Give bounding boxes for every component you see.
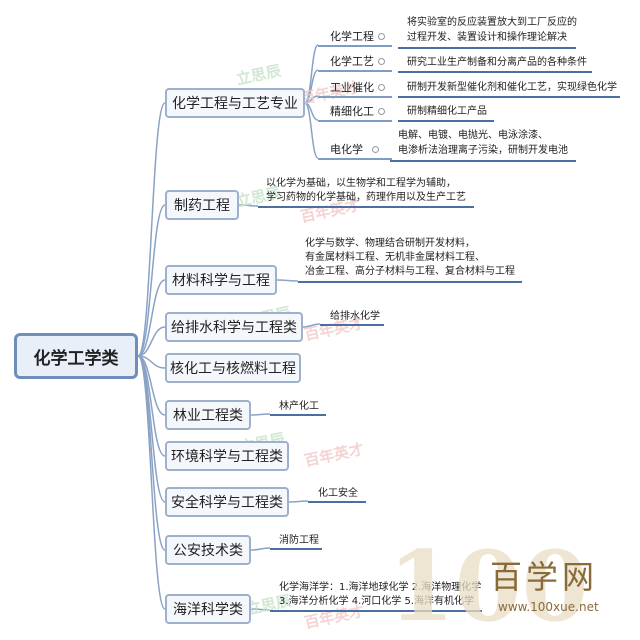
- logo-100xue: 100: [388, 530, 588, 638]
- desc-underline: [398, 71, 592, 73]
- desc-underline: [308, 501, 366, 503]
- desc-connector: [250, 413, 271, 416]
- logo-url: www.100xue.net: [498, 600, 599, 614]
- child-industrial-catalysis[interactable]: 工业催化: [330, 81, 374, 94]
- desc-underline: [270, 548, 322, 550]
- desc-connector: [238, 204, 259, 207]
- child-desc-line: 将实验室的反应装置放大到工厂反应的: [407, 17, 577, 28]
- desc-underline: [258, 206, 474, 208]
- child-underline: [318, 158, 392, 160]
- branch-public-security[interactable]: 公安技术类: [165, 535, 251, 565]
- branch-pharmaceutical-engineering[interactable]: 制药工程: [165, 190, 239, 220]
- branch-environmental[interactable]: 环境科学与工程类: [165, 441, 289, 471]
- branch-marine-science[interactable]: 海洋科学类: [165, 594, 251, 624]
- branch-desc-line: 化学与数学、物理结合研制开发材料，: [305, 238, 475, 249]
- collapse-toggle[interactable]: [378, 33, 385, 40]
- child-chemical-engineering[interactable]: 化学工程: [330, 30, 374, 43]
- child-underline: [318, 70, 392, 72]
- branch-desc-line: 以化学为基础，以生物学和工程学为辅助，: [266, 178, 456, 189]
- child-connector: [304, 102, 319, 159]
- desc-underline: [398, 47, 576, 49]
- logo-number: 100: [388, 530, 588, 638]
- desc-underline: [390, 160, 576, 162]
- desc-connector: [250, 547, 271, 551]
- branch-chemical-engineering[interactable]: 化学工程与工艺专业: [165, 88, 305, 118]
- root-connector: [137, 326, 166, 357]
- child-desc-line: 研制精细化工产品: [407, 106, 487, 117]
- logo-chinese: 百学网: [490, 558, 599, 596]
- desc-underline: [298, 281, 522, 283]
- child-underline: [318, 45, 392, 47]
- desc-underline: [398, 120, 494, 122]
- desc-underline: [320, 324, 384, 326]
- collapse-toggle[interactable]: [378, 84, 385, 91]
- desc-connector: [276, 279, 299, 282]
- desc-connector: [302, 323, 321, 328]
- branch-desc-line: 化工安全: [318, 488, 358, 499]
- child-desc-line: 研制开发新型催化剂和催化工艺，实现绿色化学: [407, 82, 617, 93]
- child-fine-chemicals[interactable]: 精细化工: [330, 105, 374, 118]
- collapse-toggle[interactable]: [372, 146, 379, 153]
- desc-underline: [398, 96, 620, 98]
- branch-materials-science[interactable]: 材料科学与工程: [165, 265, 277, 295]
- branch-desc-line: 有金属材料工程、无机非金属材料工程、: [305, 252, 485, 263]
- child-underline: [318, 120, 392, 122]
- child-desc-line: 研究工业生产制备和分离产品的各种条件: [407, 57, 587, 68]
- child-desc-line: 电解、电镀、电抛光、电泳涂漆、: [398, 130, 548, 141]
- desc-connector: [288, 500, 309, 503]
- branch-desc-line: 3.海洋分析化学 4.河口化学 5.海洋有机化学: [279, 596, 474, 607]
- branch-nuclear-chemical[interactable]: 核化工与核燃料工程: [165, 353, 301, 383]
- child-underline: [318, 96, 392, 98]
- collapse-toggle[interactable]: [378, 108, 385, 115]
- branch-desc-line: 学习药物的化学基础，药理作用以及生产工艺: [266, 192, 466, 203]
- branch-label: 环境科学与工程类: [171, 449, 283, 465]
- child-desc-line: 电渗析法治理离子污染，研制开发电池: [398, 145, 568, 156]
- root-node[interactable]: 化学工学类: [14, 333, 138, 379]
- branch-label: 安全科学与工程类: [171, 495, 283, 511]
- root-connector: [137, 355, 166, 610]
- child-desc-line: 过程开发、装置设计和操作理论解决: [407, 32, 567, 43]
- root-label: 化学工学类: [33, 348, 119, 369]
- branch-safety[interactable]: 安全科学与工程类: [165, 487, 289, 517]
- branch-desc-line: 消防工程: [279, 535, 319, 546]
- branch-label: 给排水科学与工程类: [171, 320, 297, 336]
- desc-underline: [270, 414, 326, 416]
- branch-forestry[interactable]: 林业工程类: [165, 400, 251, 430]
- branch-label: 制药工程: [174, 198, 230, 214]
- branch-label: 材料科学与工程: [172, 273, 270, 289]
- child-chemical-technology[interactable]: 化学工艺: [330, 55, 374, 68]
- root-connector: [137, 204, 166, 357]
- branch-desc-line: 冶金工程、高分子材料与工程、复合材料与工程: [305, 266, 515, 277]
- branch-label: 公安技术类: [173, 543, 243, 559]
- branch-water-supply[interactable]: 给排水科学与工程类: [165, 312, 303, 342]
- branch-desc-line: 化学海洋学：1.海洋地球化学 2.海洋物理化学: [279, 582, 482, 593]
- branch-label: 海洋科学类: [173, 602, 243, 618]
- desc-underline: [270, 610, 482, 612]
- root-connector: [137, 279, 166, 357]
- collapse-toggle[interactable]: [378, 58, 385, 65]
- branch-desc-line: 林产化工: [279, 401, 319, 412]
- root-connector: [137, 102, 166, 357]
- branch-label: 化学工程与工艺专业: [172, 96, 298, 112]
- child-electrochemistry[interactable]: 电化学: [330, 143, 363, 156]
- branch-label: 核化工与核燃料工程: [170, 361, 296, 377]
- root-connector: [137, 355, 166, 457]
- branch-desc-line: 给排水化学: [330, 311, 380, 322]
- branch-label: 林业工程类: [173, 408, 243, 424]
- desc-connector: [250, 608, 271, 611]
